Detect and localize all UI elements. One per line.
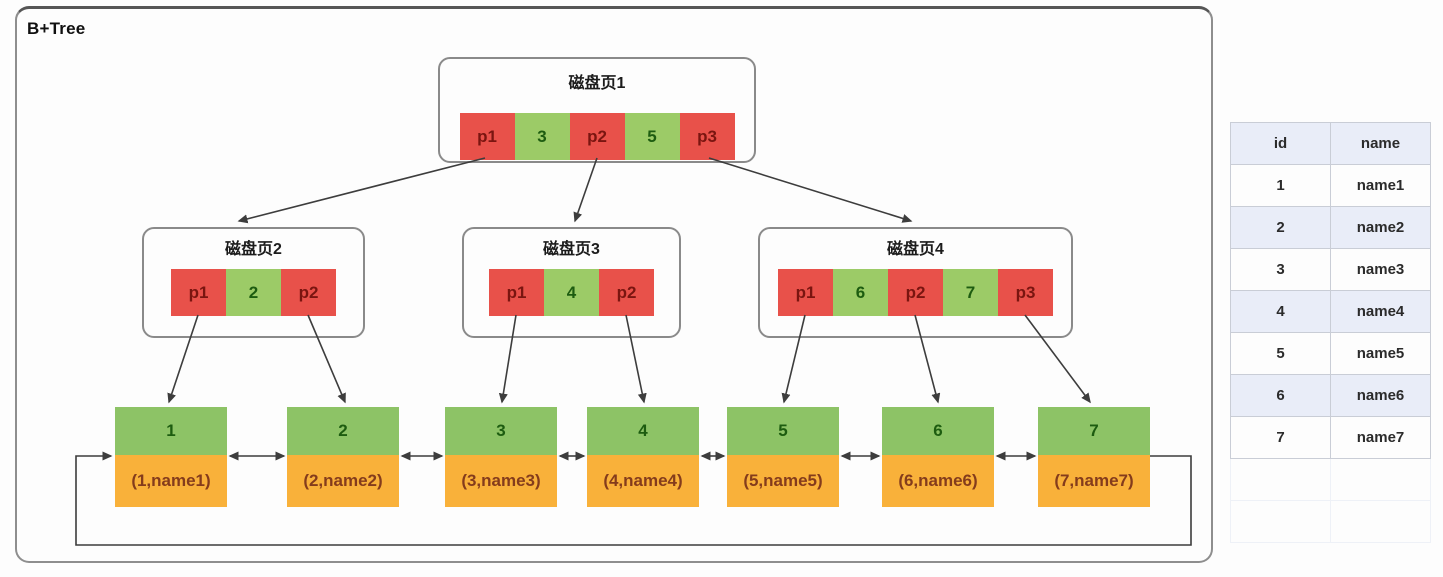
id-cell: 1: [1230, 164, 1331, 207]
leaf-node-5: 5 (5,name5): [727, 407, 839, 507]
pointer-cell-p2: p2: [888, 269, 943, 316]
leaf-key: 2: [287, 407, 399, 455]
id-cell: 5: [1230, 332, 1331, 375]
leaf-node-1: 1 (1,name1): [115, 407, 227, 507]
name-cell: name6: [1330, 374, 1431, 417]
leaf-key: 3: [445, 407, 557, 455]
disk-page-3-cells: p1 4 p2: [489, 269, 654, 316]
table-empty-row: [1230, 458, 1431, 501]
leaf-key: 7: [1038, 407, 1150, 455]
column-header-id: id: [1230, 122, 1331, 165]
leaf-node-6: 6 (6,name6): [882, 407, 994, 507]
id-name-table: id name 1 name1 2 name2 3 name3 4 name 4 …: [1230, 122, 1431, 543]
name-cell: name4: [1330, 290, 1431, 333]
leaf-record: (6,name6): [882, 455, 994, 507]
table-row: 6 name6: [1230, 374, 1431, 417]
key-cell-4: 4: [544, 269, 599, 316]
pointer-cell-p1: p1: [778, 269, 833, 316]
pointer-cell-p3: p3: [998, 269, 1053, 316]
key-cell-7: 7: [943, 269, 998, 316]
disk-page-4-cells: p1 6 p2 7 p3: [778, 269, 1053, 316]
key-cell-5: 5: [624, 113, 680, 160]
name-cell: name1: [1330, 164, 1431, 207]
table-row: 2 name2: [1230, 206, 1431, 249]
leaf-node-2: 2 (2,name2): [287, 407, 399, 507]
id-cell: 3: [1230, 248, 1331, 291]
table-row: 7 name7: [1230, 416, 1431, 459]
key-cell-2: 2: [226, 269, 281, 316]
disk-page-4-title: 磁盘页4: [887, 241, 944, 258]
disk-page-1-node: 磁盘页1 p1 3 p2 5 p3: [438, 57, 756, 163]
leaf-node-3: 3 (3,name3): [445, 407, 557, 507]
disk-page-3-title: 磁盘页3: [543, 241, 600, 258]
disk-page-1-title: 磁盘页1: [568, 75, 626, 92]
pointer-cell-p1: p1: [459, 113, 515, 160]
pointer-cell-p2: p2: [569, 113, 625, 160]
leaf-record: (5,name5): [727, 455, 839, 507]
pointer-cell-p1: p1: [171, 269, 226, 316]
table-row: 3 name3: [1230, 248, 1431, 291]
leaf-key: 4: [587, 407, 699, 455]
disk-page-2-node: 磁盘页2 p1 2 p2: [142, 227, 365, 338]
id-cell: 2: [1230, 206, 1331, 249]
key-cell-6: 6: [833, 269, 888, 316]
disk-page-1-cells: p1 3 p2 5 p3: [459, 113, 735, 160]
name-cell: name3: [1330, 248, 1431, 291]
table-header-row: id name: [1230, 122, 1431, 165]
id-cell: 6: [1230, 374, 1331, 417]
disk-page-4-node: 磁盘页4 p1 6 p2 7 p3: [758, 227, 1073, 338]
leaf-node-7: 7 (7,name7): [1038, 407, 1150, 507]
leaf-record: (3,name3): [445, 455, 557, 507]
leaf-record: (2,name2): [287, 455, 399, 507]
disk-page-2-cells: p1 2 p2: [171, 269, 336, 316]
table-row: 5 name5: [1230, 332, 1431, 375]
diagram-title: B+Tree: [27, 19, 86, 38]
leaf-record: (7,name7): [1038, 455, 1150, 507]
name-cell: name5: [1330, 332, 1431, 375]
table-row: 1 name1: [1230, 164, 1431, 207]
bptree-container: B+Tree: [15, 6, 1213, 563]
leaf-node-4: 4 (4,name4): [587, 407, 699, 507]
pointer-cell-p2: p2: [599, 269, 654, 316]
leaf-key: 1: [115, 407, 227, 455]
disk-page-2-title: 磁盘页2: [225, 241, 282, 258]
name-cell: name7: [1330, 416, 1431, 459]
leaf-record: (1,name1): [115, 455, 227, 507]
id-cell: 4: [1230, 290, 1331, 333]
key-cell-3: 3: [514, 113, 570, 160]
pointer-cell-p3: p3: [679, 113, 735, 160]
leaf-key: 5: [727, 407, 839, 455]
table-row: 4 name4: [1230, 290, 1431, 333]
pointer-cell-p2: p2: [281, 269, 336, 316]
leaf-record: (4,name4): [587, 455, 699, 507]
table-empty-row: [1230, 500, 1431, 543]
disk-page-3-node: 磁盘页3 p1 4 p2: [462, 227, 681, 338]
pointer-cell-p1: p1: [489, 269, 544, 316]
column-header-name: name: [1330, 122, 1431, 165]
leaf-key: 6: [882, 407, 994, 455]
name-cell: name2: [1330, 206, 1431, 249]
id-cell: 7: [1230, 416, 1331, 459]
